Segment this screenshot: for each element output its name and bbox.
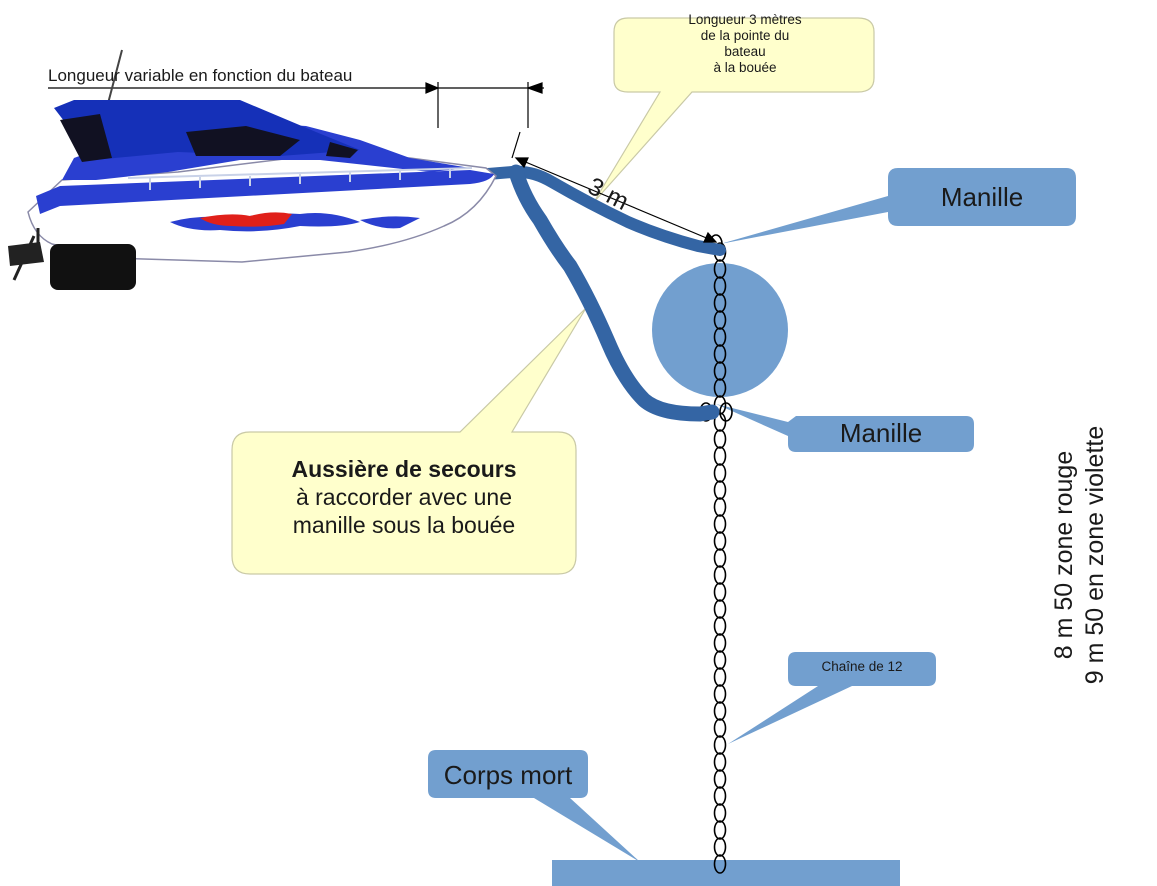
mooring-callout <box>428 750 640 862</box>
chain-link <box>713 650 727 670</box>
chain-link <box>713 854 727 874</box>
chain-link <box>713 480 727 500</box>
depth-violet-zone: 9 m 50 en zone violette <box>1081 425 1109 685</box>
chain-link <box>713 684 727 704</box>
distance-dimension <box>511 131 718 243</box>
rope-note-line-1: à raccorder avec une <box>295 484 513 510</box>
shackle-top-label: Manille <box>940 182 1024 212</box>
boat-length-label: Longueur variable en fonction du bateau <box>48 66 353 85</box>
rope-note-title: Aussière de secours <box>291 456 517 482</box>
chain-link <box>713 310 727 330</box>
rope-note-callout <box>231 307 587 575</box>
chain-link <box>713 599 727 619</box>
shackle-bottom-label: Manille <box>839 418 923 448</box>
chain-link <box>713 446 727 466</box>
chain-link <box>713 565 727 585</box>
chain-link <box>713 344 727 364</box>
rope-note-text: Aussière de secours à raccorder avec une… <box>232 455 576 539</box>
shackle-ring <box>719 402 733 422</box>
chain-callout <box>728 652 936 744</box>
note-length-text: Longueur 3 mètres de la pointe du bateau… <box>618 12 872 76</box>
chain-link <box>713 293 727 313</box>
note-length-line-2: de la pointe du <box>700 28 790 43</box>
chain-link <box>713 378 727 398</box>
chain-link <box>713 463 727 483</box>
chain-link <box>713 786 727 806</box>
chain-link <box>713 531 727 551</box>
rope-note-line-2: manille sous la bouée <box>292 512 516 538</box>
note-length-callout <box>593 17 875 203</box>
chain-link <box>713 497 727 517</box>
depth-red-zone: 8 m 50 zone rouge <box>1050 450 1078 660</box>
chain-link <box>713 769 727 789</box>
chain-link <box>713 837 727 857</box>
speedboat-icon <box>8 49 497 290</box>
chain-link <box>713 820 727 840</box>
chain-links <box>699 234 733 874</box>
emergency-rope <box>508 164 720 422</box>
shackle-bottom-callout <box>716 404 974 452</box>
depth-annotation: 8 m 50 zone rouge 9 m 50 en zone violett… <box>1050 426 1109 685</box>
note-length-line-1: Longueur 3 mètres <box>688 12 802 27</box>
chain-link <box>713 735 727 755</box>
chain-link <box>713 616 727 636</box>
chain-link <box>713 548 727 568</box>
chain-link <box>713 582 727 602</box>
chain-link <box>713 633 727 653</box>
shackle-top-callout <box>720 168 1076 244</box>
chain-link <box>713 514 727 534</box>
chain-link <box>713 701 727 721</box>
chain-link <box>713 803 727 823</box>
mooring-label: Corps mort <box>443 760 573 790</box>
note-length-line-4: à la bouée <box>713 60 777 75</box>
chain-link <box>713 667 727 687</box>
chain-link <box>713 752 727 772</box>
chain-link <box>713 259 727 279</box>
mooring-line-to-shackle <box>482 165 726 256</box>
chain-link <box>713 276 727 296</box>
chain-link <box>713 327 727 347</box>
note-length-line-3: bateau <box>724 44 766 59</box>
chain-label: Chaîne de 12 <box>821 659 903 674</box>
chain-link <box>713 718 727 738</box>
chain-link <box>713 361 727 381</box>
chain-link <box>713 429 727 449</box>
buoy-icon <box>652 263 788 397</box>
